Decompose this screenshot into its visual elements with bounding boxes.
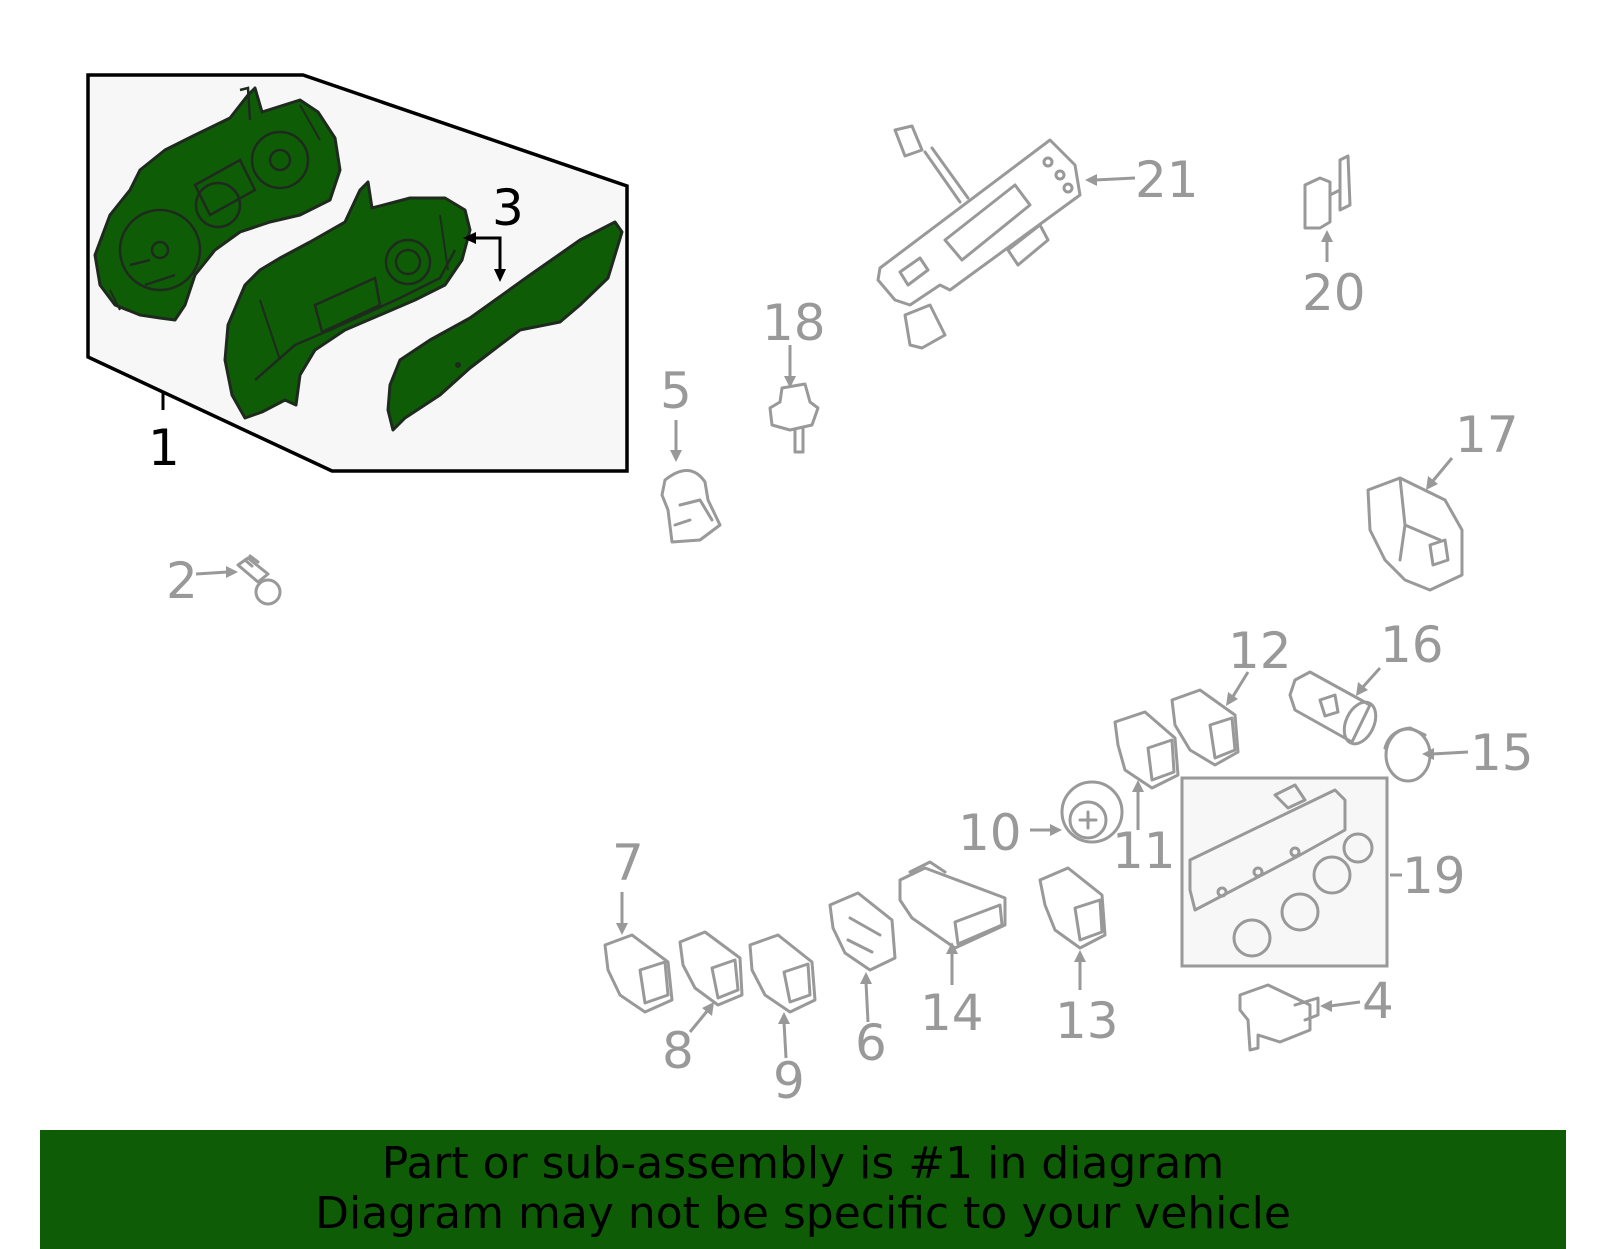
info-banner: Part or sub-assembly is #1 in diagram Di…	[40, 1130, 1566, 1249]
cluster-bezel-part[interactable]	[223, 180, 472, 420]
part-14-switch[interactable]: 14	[898, 860, 1007, 1042]
callout-19: 19	[1402, 847, 1466, 905]
cluster-housing-part[interactable]	[93, 86, 342, 322]
callout-9: 9	[773, 1052, 805, 1110]
callout-18: 18	[762, 294, 826, 352]
part-4-connector[interactable]: 4	[1238, 972, 1394, 1052]
callout-7: 7	[612, 834, 644, 892]
part-21-panel[interactable]: 21	[876, 124, 1199, 350]
callout-4: 4	[1362, 972, 1394, 1030]
part-18-switch[interactable]: 18	[762, 294, 826, 454]
callout-6: 6	[855, 1014, 887, 1072]
part-17-switch[interactable]: 17	[1366, 406, 1519, 592]
part-19-control-panel[interactable]: 19	[1180, 776, 1466, 968]
callout-10: 10	[958, 804, 1022, 862]
part-8-switch[interactable]: 8	[662, 930, 744, 1080]
callout-5: 5	[660, 362, 692, 420]
part-9-switch[interactable]: 9	[748, 933, 817, 1110]
part-12-switch[interactable]: 12	[1170, 622, 1292, 767]
callout-21: 21	[1135, 151, 1199, 209]
callout-17: 17	[1455, 406, 1519, 464]
callout-2: 2	[166, 552, 198, 610]
part-13-switch[interactable]: 13	[1038, 866, 1119, 1050]
part-2-bolt[interactable]: 2	[166, 552, 282, 610]
banner-line-2: Diagram may not be specific to your vehi…	[315, 1188, 1291, 1239]
callout-13: 13	[1055, 992, 1119, 1050]
part-16-socket[interactable]: 16	[1288, 616, 1444, 749]
cluster-lens-part[interactable]	[386, 220, 624, 432]
callout-8: 8	[662, 1022, 694, 1080]
callout-12: 12	[1228, 622, 1292, 680]
callout-20: 20	[1302, 264, 1366, 322]
callout-11: 11	[1112, 822, 1176, 880]
part-10-knob[interactable]: 10	[958, 780, 1124, 862]
part-11-switch[interactable]: 11	[1112, 710, 1180, 880]
banner-background	[40, 1130, 1566, 1249]
callout-3: 3	[492, 179, 524, 237]
assembly-1-group[interactable]: 3 1	[86, 73, 629, 477]
part-20-sensor[interactable]: 20	[1302, 154, 1366, 322]
banner-line-1: Part or sub-assembly is #1 in diagram	[381, 1138, 1225, 1189]
part-6-switch[interactable]: 6	[828, 891, 897, 1072]
callout-16: 16	[1380, 616, 1444, 674]
callout-14: 14	[920, 984, 984, 1042]
part-5-switch[interactable]: 5	[660, 362, 722, 544]
callout-15: 15	[1470, 724, 1534, 782]
callout-1: 1	[148, 419, 180, 477]
part-7-switch[interactable]: 7	[603, 834, 674, 1014]
part-15-cap[interactable]: 15	[1383, 724, 1534, 783]
